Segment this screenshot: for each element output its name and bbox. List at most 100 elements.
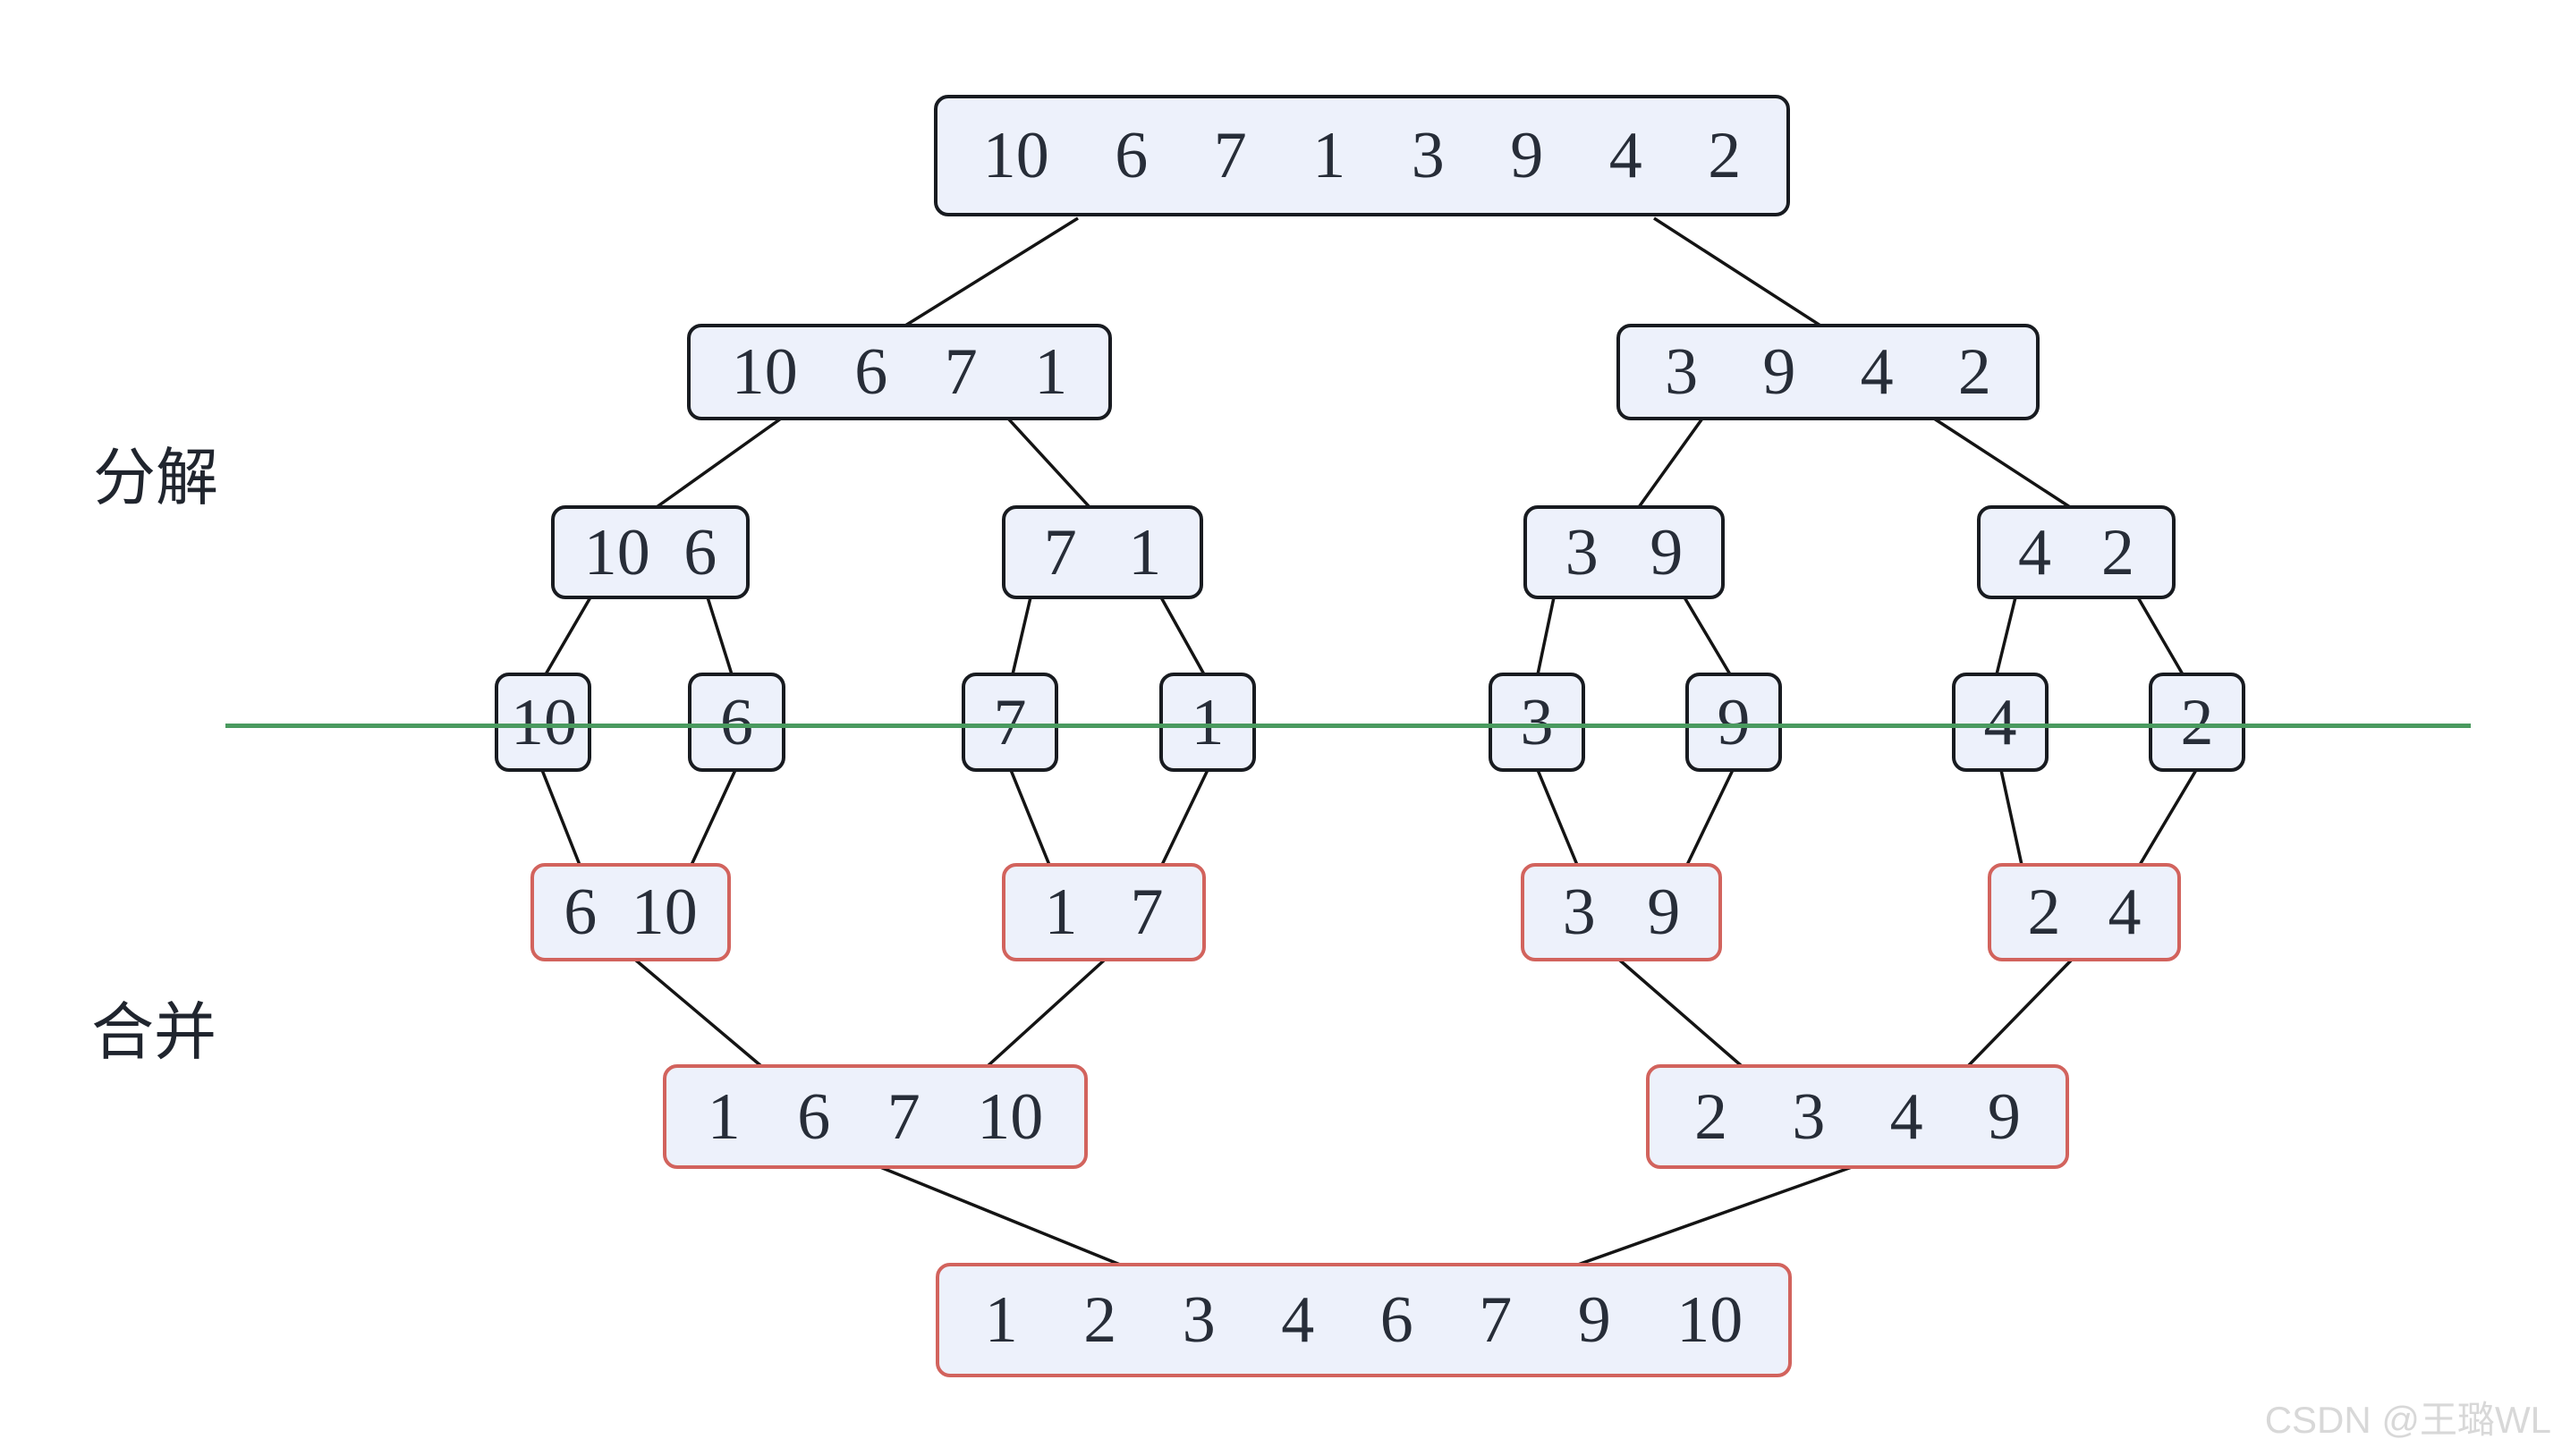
connector-line (986, 958, 1107, 1068)
node-value: 4 (1860, 335, 1894, 409)
node-value: 2 (1957, 335, 1991, 409)
recursion-base-divider-line (225, 723, 2471, 728)
node-value: 7 (1130, 876, 1164, 949)
node-value: 6 (1379, 1283, 1413, 1357)
node-value: 2 (2180, 685, 2214, 759)
node-value: 7 (993, 685, 1027, 759)
node-value: 1 (1128, 515, 1162, 589)
connector-line (1637, 417, 1704, 509)
connector-line (1011, 597, 1032, 675)
node-value: 6 (797, 1079, 831, 1154)
node-value: 3 (1565, 515, 1599, 589)
connector-line (1966, 958, 2074, 1068)
tree-node-split-9: 9 (1685, 673, 1782, 772)
connector-line (690, 769, 737, 866)
node-value: 6 (1115, 119, 1149, 192)
connector-line (1653, 216, 1821, 327)
node-value: 10 (631, 876, 698, 949)
tree-node-split-6: 6 (688, 673, 785, 772)
connector-line (1617, 958, 1743, 1068)
connector-line (1536, 769, 1579, 866)
connector-line (1006, 417, 1091, 509)
node-value: 1 (1044, 876, 1078, 949)
tree-node-split-7: 7 (962, 673, 1058, 772)
node-value: 3 (1520, 685, 1554, 759)
connector-line (2136, 597, 2184, 675)
node-value: 4 (1608, 119, 1642, 192)
node-value: 9 (1650, 515, 1684, 589)
node-value: 1 (1034, 335, 1068, 409)
node-value: 4 (2018, 515, 2051, 589)
node-value: 9 (1647, 876, 1681, 949)
node-value: 1 (1312, 119, 1346, 192)
node-value: 4 (1889, 1079, 1923, 1154)
node-value: 3 (1411, 119, 1445, 192)
node-value: 2 (1083, 1283, 1117, 1357)
node-value: 2 (2101, 515, 2134, 589)
connector-line (1995, 597, 2017, 675)
node-value: 6 (683, 515, 717, 589)
node-value: 3 (1562, 876, 1596, 949)
node-value: 2 (2027, 876, 2061, 949)
node-value: 7 (887, 1079, 920, 1154)
connector-line (1536, 597, 1556, 675)
node-value: 9 (1762, 335, 1796, 409)
tree-node-split-4: 4 (1952, 673, 2049, 772)
connector-line (540, 769, 581, 866)
connector-line (1577, 1165, 1853, 1266)
node-value: 4 (1281, 1283, 1315, 1357)
connector-line (879, 1165, 1121, 1266)
connector-line (1999, 769, 2023, 866)
node-value: 10 (982, 119, 1049, 192)
connector-line (706, 597, 734, 675)
connector-line (1683, 597, 1732, 675)
connector-line (1933, 417, 2071, 509)
node-value: 2 (1708, 119, 1742, 192)
node-value: 10 (511, 685, 577, 759)
node-value: 4 (2108, 876, 2142, 949)
phase-label-decompose: 分解 (93, 443, 218, 512)
node-value: 7 (1213, 119, 1247, 192)
tree-node-split-2: 2 (2149, 673, 2245, 772)
node-value: 3 (1182, 1283, 1216, 1357)
connector-line (1159, 597, 1206, 675)
node-value: 2 (1694, 1079, 1728, 1154)
connector-line (2138, 769, 2198, 866)
node-value: 4 (1983, 685, 2017, 759)
node-value: 1 (707, 1079, 741, 1154)
connector-line (655, 417, 783, 509)
tree-node-split-10: 10 (495, 673, 591, 772)
watermark-text: CSDN @王璐WL (2264, 1399, 2551, 1441)
connector-line (1009, 769, 1051, 866)
node-value: 7 (944, 335, 978, 409)
tree-node-split-10-6: 10 6 (551, 505, 750, 599)
node-value: 3 (1792, 1079, 1826, 1154)
node-value: 10 (583, 515, 650, 589)
node-value: 10 (1676, 1283, 1743, 1357)
connector-line (1685, 769, 1735, 866)
connector-line (544, 597, 592, 675)
node-value: 1 (1191, 685, 1225, 759)
node-value: 10 (977, 1079, 1044, 1154)
node-value: 9 (1577, 1283, 1611, 1357)
phase-label-merge: 合并 (91, 997, 216, 1067)
node-value: 6 (854, 335, 888, 409)
tree-node-split-1: 1 (1159, 673, 1256, 772)
node-value: 3 (1665, 335, 1699, 409)
node-value: 7 (1043, 515, 1077, 589)
tree-node-split-3: 3 (1489, 673, 1585, 772)
